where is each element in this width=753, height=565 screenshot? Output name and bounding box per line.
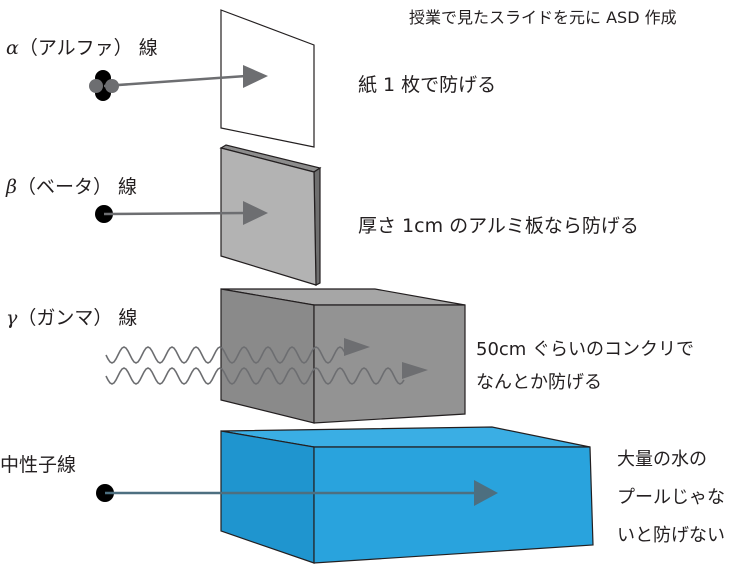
gamma-shield-line-1: 50cm ぐらいのコンクリで [476,339,695,360]
paper-sheet [220,9,315,148]
neutron-label: 中性子線 [0,454,77,476]
gamma-waves [105,346,405,385]
gamma-arrowhead-2 [402,362,428,379]
credit-text: 授業で見たスライドを元に ASD 作成 [409,8,677,27]
aluminum-plate [219,144,322,286]
gamma-name: （ガンマ） 線 [17,307,138,329]
alpha-label: α（アルファ） 線 [6,36,158,60]
concrete-block [220,288,466,424]
neutron-shield-line-1: 大量の水の [617,449,707,470]
neutron-arrow [105,480,498,506]
alpha-symbol: α [6,37,19,59]
beta-shield-text: 厚さ 1cm のアルミ板なら防げる [358,215,639,237]
neutron-shield-line-3: いと防げない [617,525,725,546]
alpha-shield-text: 紙 1 枚で防げる [358,74,497,96]
gamma-symbol: γ [6,307,18,329]
alpha-name: （アルファ） 線 [18,37,158,59]
neutron-shield-line-2: プールじゃな [617,487,725,508]
beta-symbol: β [6,176,17,198]
alpha-arrow [103,65,268,88]
gamma-shield-line-2: なんとか防げる [476,372,602,393]
gamma-label: γ（ガンマ） 線 [6,306,137,330]
beta-label: β（ベータ） 線 [6,175,137,199]
beta-name: （ベータ） 線 [16,176,138,198]
beta-arrow [103,201,268,225]
gamma-arrowhead-1 [344,338,370,356]
water-pool [220,426,594,564]
